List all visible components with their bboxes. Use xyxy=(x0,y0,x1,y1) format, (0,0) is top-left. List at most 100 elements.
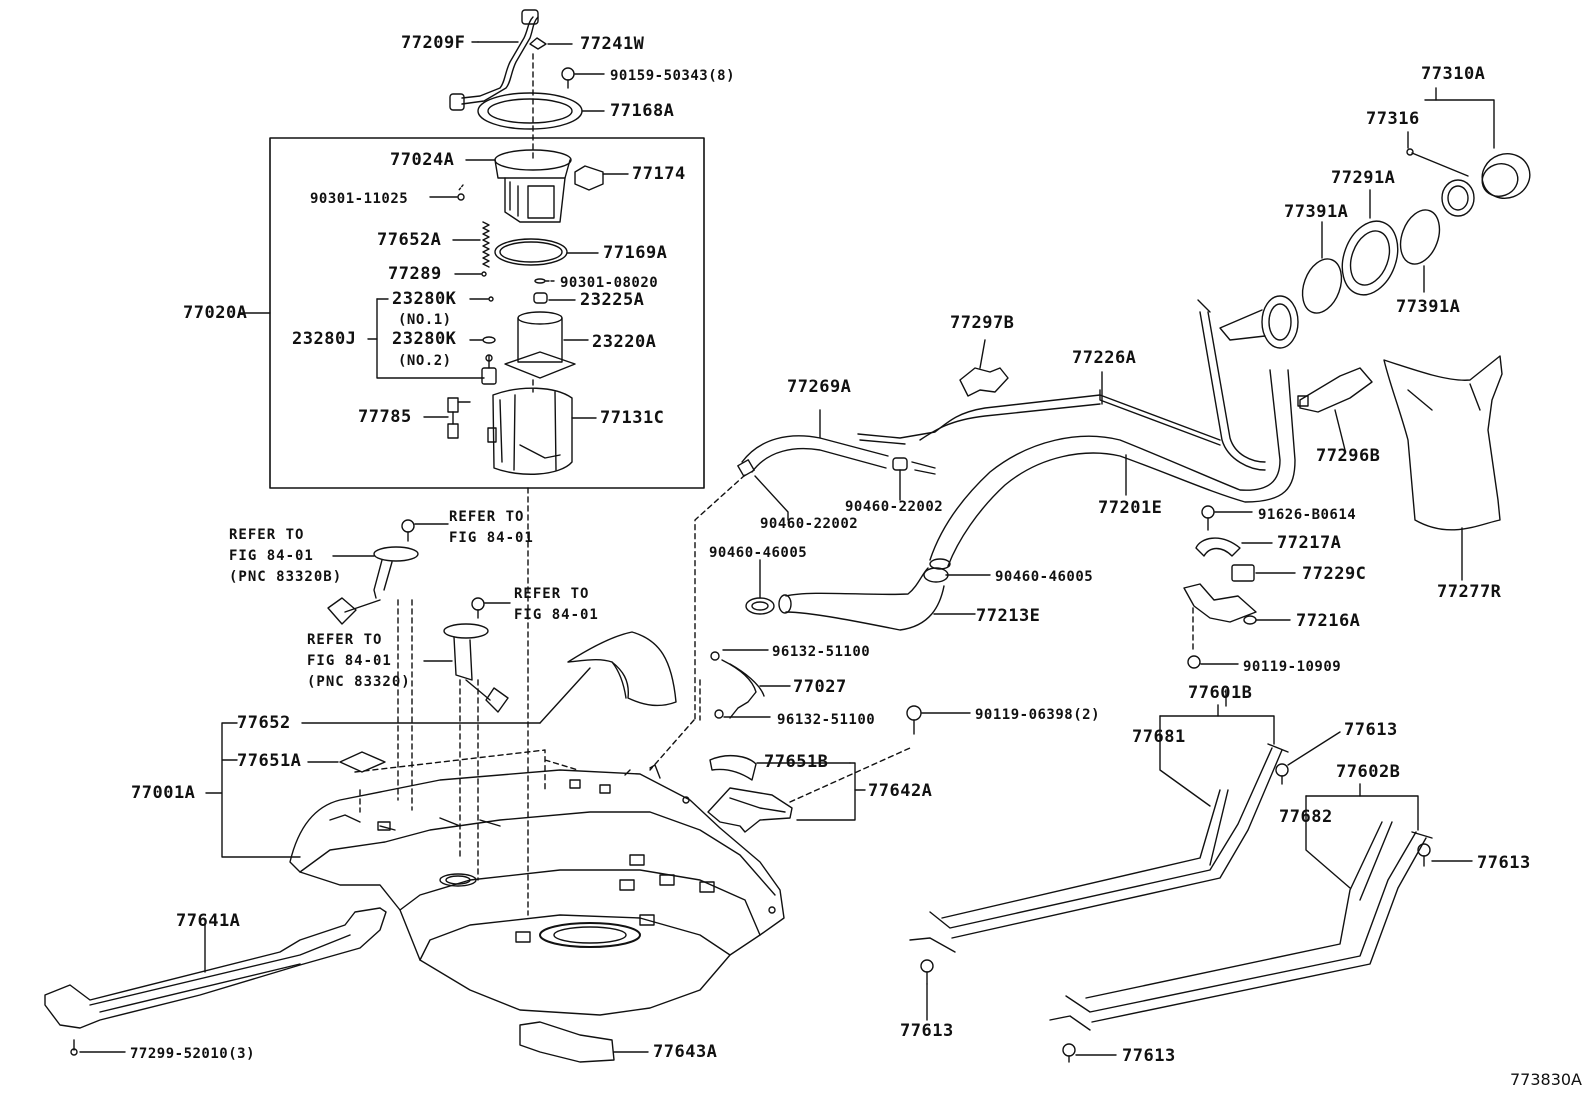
bracket-77001a xyxy=(205,722,301,858)
breather-77027 xyxy=(710,649,791,719)
label-77613-right: 77613 xyxy=(1477,853,1531,873)
pad-77651b xyxy=(709,754,757,781)
bolt-90119-06398 xyxy=(906,705,971,735)
label-refer-top: REFER TO FIG 84-01 xyxy=(449,509,534,546)
label-91626-b0614: 91626-B0614 xyxy=(1258,507,1357,523)
label-90301-11025: 90301-11025 xyxy=(310,191,409,207)
label-77216a: 77216A xyxy=(1296,611,1361,631)
label-77643a: 77643A xyxy=(653,1042,718,1062)
label-77297b: 77297B xyxy=(950,313,1015,333)
label-23225a: 23225A xyxy=(580,290,645,310)
label-90119-06398: 90119-06398(2) xyxy=(975,707,1101,723)
label-90159-50343: 90159-50343(8) xyxy=(610,68,736,84)
wire-harness-77209f xyxy=(449,9,539,111)
label-90119-10909: 90119-10909 xyxy=(1243,659,1342,675)
sender-83320b xyxy=(327,519,449,811)
label-77316: 77316 xyxy=(1366,109,1420,129)
ring-77168a xyxy=(477,92,605,130)
label-77291a: 77291A xyxy=(1331,168,1396,188)
label-90460-22002-right: 90460-22002 xyxy=(845,499,944,515)
fuel-tank-77001a xyxy=(289,764,785,1016)
label-77310a: 77310A xyxy=(1421,64,1486,84)
sensor xyxy=(481,354,497,385)
filter-23280k xyxy=(469,296,494,302)
label-77168a: 77168A xyxy=(610,101,675,121)
protector-77642a xyxy=(707,747,911,833)
label-90460-22002-left: 90460-22002 xyxy=(760,516,859,532)
label-77651b: 77651B xyxy=(764,752,829,772)
label-90301-08020: 90301-08020 xyxy=(560,275,659,291)
protector-77643a xyxy=(519,1021,649,1063)
oring-77169a xyxy=(494,238,568,266)
label-77682: 77682 xyxy=(1279,807,1333,827)
label-77229c: 77229C xyxy=(1302,564,1367,584)
clip-90301-08020 xyxy=(534,278,557,284)
label-77226a: 77226A xyxy=(1072,348,1137,368)
cap-23225a xyxy=(533,292,576,304)
figure-id: 773830A xyxy=(1509,1070,1582,1089)
label-77241w: 77241W xyxy=(580,34,645,54)
label-90460-46005-right: 90460-46005 xyxy=(995,569,1094,585)
label-96132-51100-top: 96132-51100 xyxy=(772,644,871,660)
label-77024a: 77024A xyxy=(390,150,455,170)
label-77209f: 77209F xyxy=(401,33,466,53)
label-77213e: 77213E xyxy=(976,606,1041,626)
label-refer-83320b: REFER TO FIG 84-01 (PNC 83320B) xyxy=(229,527,343,585)
label-23280k-no1: 23280K xyxy=(392,289,457,309)
hose-77269a xyxy=(737,409,889,521)
label-77681: 77681 xyxy=(1132,727,1186,747)
hose-77213e xyxy=(778,567,991,631)
clamp-90460-46005-left xyxy=(745,559,775,615)
protector-77652 xyxy=(301,631,677,724)
cup-77131c xyxy=(487,387,597,475)
label-77169a: 77169A xyxy=(603,243,668,263)
label-77289: 77289 xyxy=(388,264,442,284)
label-77601b: 77601B xyxy=(1188,683,1253,703)
bracket-77297b xyxy=(959,339,1009,397)
label-77299-52010: 77299-52010(3) xyxy=(130,1046,256,1062)
label-23280k-no2: 23280K xyxy=(392,329,457,349)
clip-90301-11025 xyxy=(429,184,465,201)
label-77269a: 77269A xyxy=(787,377,852,397)
bracket-77296b xyxy=(1297,367,1373,451)
filler-pipe-77201e xyxy=(929,369,1296,570)
fuel-cap-group xyxy=(1301,87,1531,314)
pad-77651a xyxy=(339,751,386,773)
label-23220a: 23220A xyxy=(592,332,657,352)
spring-77652a xyxy=(482,221,490,268)
label-77641a: 77641A xyxy=(176,911,241,931)
label-no2: (NO.2) xyxy=(398,353,452,369)
label-96132-51100-bottom: 96132-51100 xyxy=(777,712,876,728)
bolts-77613 xyxy=(920,731,1473,1063)
filler-neck xyxy=(1219,295,1299,349)
label-77296b: 77296B xyxy=(1316,446,1381,466)
label-77020a: 77020A xyxy=(183,303,248,323)
cover-77277r xyxy=(1383,355,1503,581)
strap-77681 xyxy=(909,704,1289,953)
label-77602b: 77602B xyxy=(1336,762,1401,782)
label-77391a-right: 77391A xyxy=(1396,297,1461,317)
label-90460-46005-left: 90460-46005 xyxy=(709,545,808,561)
label-77613-top: 77613 xyxy=(1344,720,1398,740)
connector-77174 xyxy=(574,165,604,191)
label-77131c: 77131C xyxy=(600,408,665,428)
connector-77785 xyxy=(423,397,471,439)
clip-77241w xyxy=(529,37,547,50)
skid-plate-77641a xyxy=(44,907,387,1056)
label-77391a-left: 77391A xyxy=(1284,202,1349,222)
label-77613-bottom: 77613 xyxy=(1122,1046,1176,1066)
pin-77289 xyxy=(454,271,487,277)
label-no1: (NO.1) xyxy=(398,312,452,328)
label-77201e: 77201E xyxy=(1098,498,1163,518)
bracket-set-77216a xyxy=(1183,505,1296,669)
label-23280j: 23280J xyxy=(292,329,357,349)
label-77613-left: 77613 xyxy=(900,1021,954,1041)
pump-23220a xyxy=(504,311,589,379)
label-refer-mid: REFER TO FIG 84-01 xyxy=(514,586,599,623)
screw-90159 xyxy=(561,67,605,89)
bracket-23280j xyxy=(367,298,485,379)
label-77027: 77027 xyxy=(793,677,847,697)
strap-77682 xyxy=(1049,783,1433,1031)
